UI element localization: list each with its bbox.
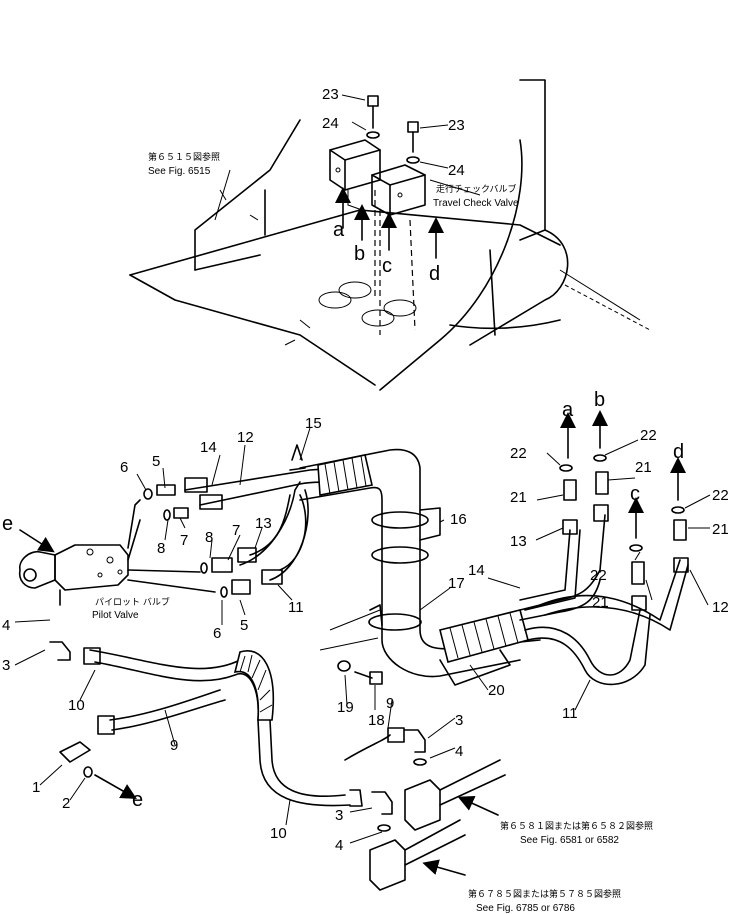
callout-4a: 4	[2, 617, 10, 634]
callout-19: 19	[337, 699, 354, 716]
callout-18: 18	[368, 712, 385, 729]
callout-3a: 3	[2, 657, 10, 674]
callout-6a: 6	[120, 459, 128, 476]
callout-5a: 5	[152, 453, 160, 470]
callout-3b: 3	[455, 712, 463, 729]
letter-c-upper: c	[382, 255, 392, 277]
callout-21d: 21	[712, 521, 729, 538]
callout-9a: 9	[170, 737, 178, 754]
callout-17: 17	[448, 575, 465, 592]
callout-9b: 9	[386, 695, 394, 712]
letter-b-right: b	[594, 389, 605, 411]
callout-10a: 10	[68, 697, 85, 714]
callout-15: 15	[305, 415, 322, 432]
leader-lines	[14, 94, 711, 844]
callout-24b: 24	[448, 162, 465, 179]
callout-2: 2	[62, 795, 70, 812]
callout-7a: 7	[180, 532, 188, 549]
callout-24a: 24	[322, 115, 339, 132]
ref-fig6785-jp: 第６７８５図または第５７８５図参照	[468, 888, 621, 900]
callout-14a: 14	[200, 439, 217, 456]
port-letters: a b c d a b c d e e	[2, 219, 684, 811]
right-fittings	[559, 410, 689, 611]
lower-valve-blocks	[337, 660, 506, 891]
travel-check-valve-blocks	[329, 95, 444, 335]
callout-13b: 13	[510, 533, 527, 550]
callout-8b: 8	[205, 529, 213, 546]
lower-hoses	[19, 529, 426, 815]
pilot-valve-jp: パイロット バルブ	[95, 596, 170, 608]
travel-check-valve-en: Travel Check Valve	[433, 198, 519, 209]
callout-21c: 21	[592, 594, 609, 611]
ref-fig6581-jp: 第６５８１図または第６５８２図参照	[500, 820, 653, 832]
callout-1: 1	[32, 779, 40, 796]
ref-fig6515-en: See Fig. 6515	[148, 166, 211, 177]
callout-22a: 22	[510, 445, 527, 462]
callout-8a: 8	[157, 540, 165, 557]
callout-4b: 4	[455, 743, 463, 760]
pilot-valve-en: Pilot Valve	[92, 610, 139, 621]
callout-numbers: 23 24 23 24 15 14 12 6 5 8 7 8 7 13 6 5 …	[2, 86, 729, 854]
callout-22d: 22	[712, 487, 729, 504]
ref-fig6515-jp: 第６５１５図参照	[148, 151, 220, 163]
letter-c-right: c	[630, 483, 640, 505]
ref-fig6581-en: See Fig. 6581 or 6582	[520, 835, 619, 846]
letter-a-upper: a	[333, 219, 345, 241]
callout-12b: 12	[712, 599, 729, 616]
letter-b-upper: b	[354, 243, 365, 265]
callout-22b: 22	[640, 427, 657, 444]
callout-22c: 22	[590, 567, 607, 584]
callout-6b: 6	[213, 625, 221, 642]
callout-23a: 23	[322, 86, 339, 103]
callout-5b: 5	[240, 617, 248, 634]
hose-bundle	[299, 448, 689, 686]
letter-e-bottom: e	[132, 789, 143, 811]
callout-4c: 4	[335, 837, 343, 854]
letter-a-right: a	[562, 399, 574, 421]
letter-d-upper: d	[429, 263, 440, 285]
callout-7b: 7	[232, 522, 240, 539]
reference-notes: 第６５１５図参照 See Fig. 6515 走行チェックバルブ Travel …	[92, 151, 653, 914]
callout-16: 16	[450, 511, 467, 528]
ref-fig6785-en: See Fig. 6785 or 6786	[476, 903, 575, 914]
pilot-valve	[18, 499, 216, 606]
callout-13a: 13	[255, 515, 272, 532]
callout-23b: 23	[448, 117, 465, 134]
callout-12a: 12	[237, 429, 254, 446]
letter-e-left: e	[2, 513, 13, 535]
callout-11b: 11	[562, 705, 578, 722]
callout-20: 20	[488, 682, 505, 699]
callout-10b: 10	[270, 825, 287, 842]
callout-14b: 14	[468, 562, 485, 579]
letter-d-right: d	[673, 441, 684, 463]
callout-21b: 21	[635, 459, 652, 476]
upper-frame-outline	[129, 79, 651, 391]
travel-check-valve-jp: 走行チェックバルブ	[436, 183, 517, 195]
callout-11a: 11	[288, 599, 304, 616]
callout-21a: 21	[510, 489, 527, 506]
callout-3c: 3	[335, 807, 343, 824]
